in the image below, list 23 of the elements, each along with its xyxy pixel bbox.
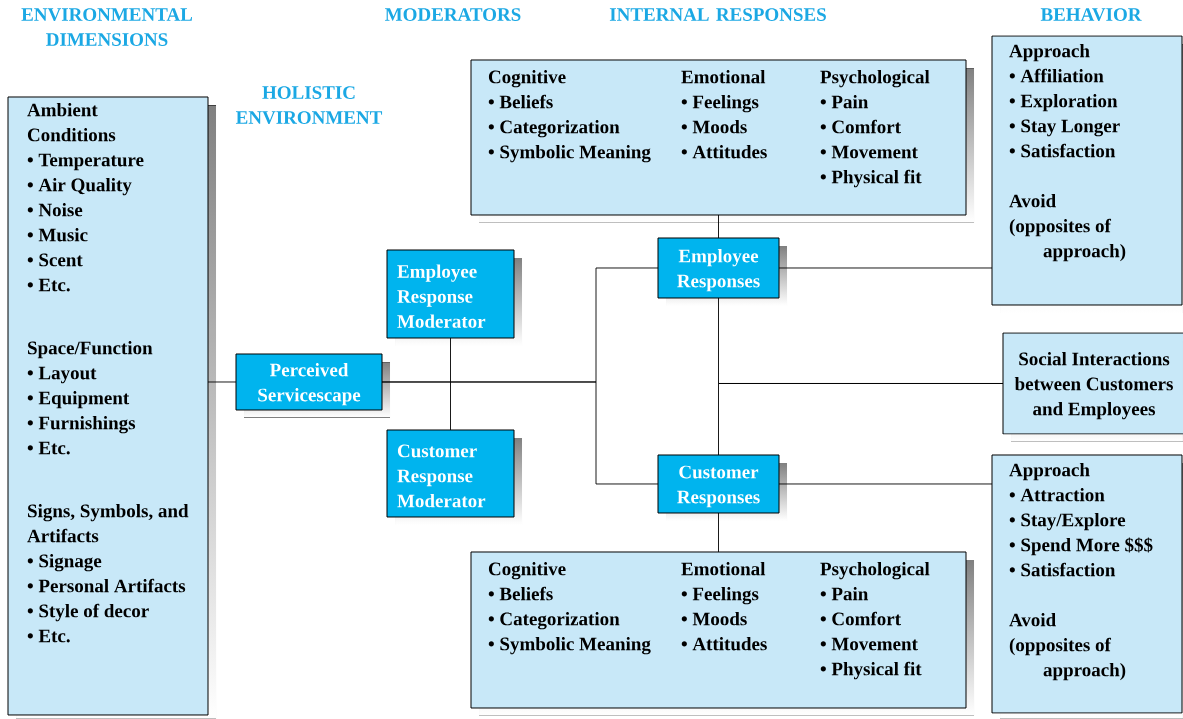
process-box: Customer Response Moderator	[386, 429, 522, 525]
list-box: Approach • Attraction • Stay/Explore • Spend More $$$ • Satisfaction Avoid (opposites of approach)	[991, 454, 1183, 719]
process-box: Perceived Servicescape	[235, 353, 390, 418]
connector-line	[778, 267, 993, 269]
process-box: Customer Responses	[657, 454, 787, 521]
connector-line	[450, 337, 451, 431]
list-box: Ambient Conditions • Temperature • Air Quality • Noise • Music • Scent • Etc. Space/Function • Layout • Equipment • Furnishings • Etc. Signs, Symbols, and Artifacts • Signage • Personal Artifacts • Style of decor • Etc.	[7, 96, 216, 719]
column-heading: INTERNAL RESPONSES	[609, 8, 826, 21]
list-box: Cognitive • Beliefs • Categorization • Symbolic Meaning Emotional • Feelings • Moods • Attitudes Psychological • Pain • Comfort • Movement • Physical fit	[470, 551, 974, 716]
connector-line	[207, 381, 237, 383]
column-heading: ENVIRONMENTAL DIMENSIONS	[21, 8, 193, 46]
connector-line	[718, 512, 719, 553]
column-heading: MODERATORS	[385, 8, 521, 21]
list-box: Cognitive • Beliefs • Categorization • Symbolic Meaning Emotional • Feelings • Moods • Attitudes Psychological • Pain • Comfort • Movement • Physical fit	[470, 59, 974, 223]
process-box: Employee Responses	[657, 237, 787, 306]
text-box: Social Interactions between Customers and Employees	[1002, 332, 1183, 442]
list-box: Approach • Affiliation • Exploration • Stay Longer • Satisfaction Avoid (opposites of approach)	[991, 35, 1183, 313]
process-box: Employee Response Moderator	[386, 249, 522, 346]
connector-line	[381, 381, 659, 485]
connector-line	[718, 383, 1004, 456]
connector-line	[778, 483, 993, 485]
column-heading: HOLISTIC ENVIRONMENT	[235, 86, 383, 125]
connector-line	[718, 214, 719, 239]
